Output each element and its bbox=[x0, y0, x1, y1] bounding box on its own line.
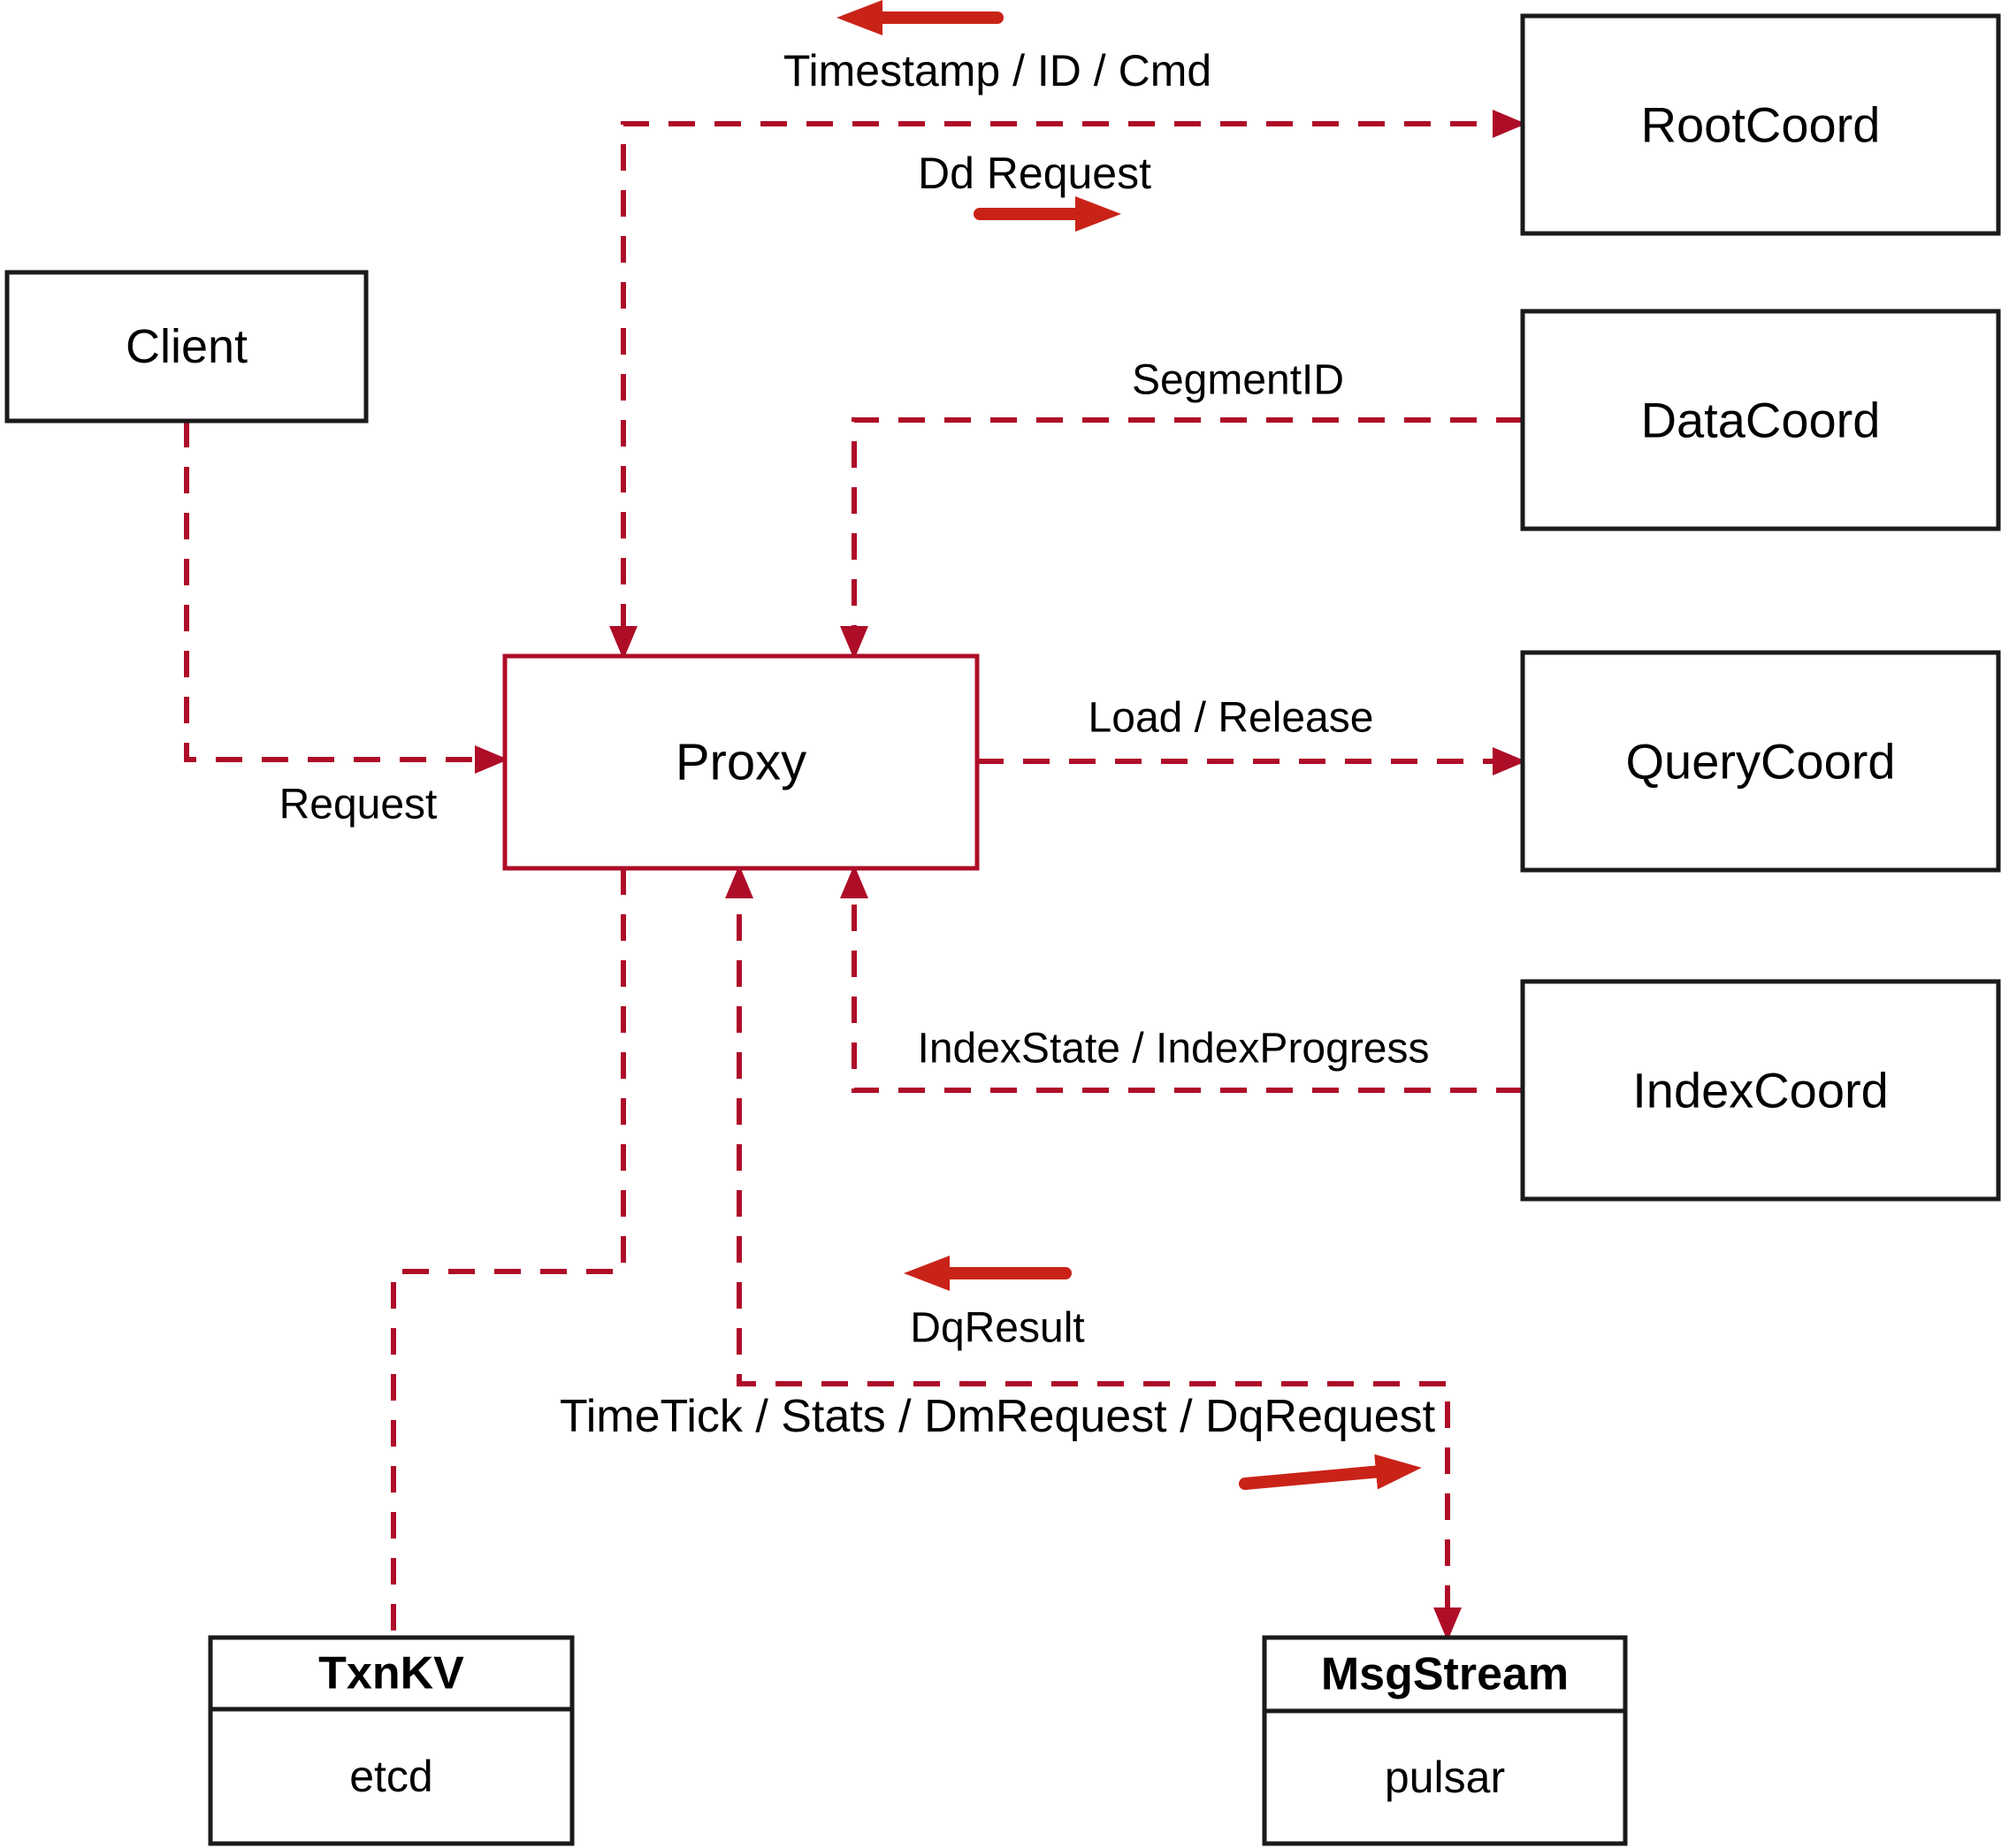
label-timestamp: Timestamp / ID / Cmd bbox=[783, 46, 1211, 95]
node-box-proxy bbox=[502, 653, 980, 871]
solid-arrow-layer bbox=[836, 0, 1422, 1490]
label-loadrelease: Load / Release bbox=[1089, 695, 1374, 742]
label-dqresult: DqResult bbox=[910, 1305, 1084, 1352]
node-msgstream: MsgStream pulsar bbox=[1262, 1635, 1628, 1846]
node-title-txnkv: TxnKV bbox=[318, 1648, 464, 1699]
node-sub-msgstream: pulsar bbox=[1385, 1753, 1505, 1802]
connector-proxy-msgstream bbox=[725, 865, 1462, 1641]
node-rootcoord: RootCoord bbox=[1520, 13, 2001, 236]
node-box-querycoord bbox=[1520, 650, 2001, 873]
node-proxy: Proxy bbox=[502, 653, 980, 871]
node-title-msgstream: MsgStream bbox=[1321, 1649, 1569, 1700]
node-box-datacoord bbox=[1520, 309, 2001, 531]
node-box-msgstream bbox=[1262, 1635, 1628, 1846]
label-ddrequest: Dd Request bbox=[918, 149, 1151, 198]
node-box-rootcoord bbox=[1520, 13, 2001, 236]
node-box-indexcoord bbox=[1520, 979, 2001, 1202]
node-txnkv: TxnKV etcd bbox=[208, 1635, 575, 1846]
node-label-client: Client bbox=[126, 320, 248, 373]
node-label-indexcoord: IndexCoord bbox=[1632, 1063, 1889, 1119]
connector-client-proxy bbox=[184, 421, 508, 774]
arrow-dqrequest-right bbox=[1239, 1454, 1422, 1490]
label-segmentid: SegmentID bbox=[1132, 357, 1344, 404]
label-timetick: TimeTick / Stats / DmRequest / DqRequest bbox=[560, 1391, 1436, 1442]
node-querycoord: QueryCoord bbox=[1520, 650, 2001, 873]
node-box-txnkv bbox=[208, 1635, 575, 1846]
connector-datacoord-proxy bbox=[840, 417, 1523, 660]
node-indexcoord: IndexCoord bbox=[1520, 979, 2001, 1202]
node-datacoord: DataCoord bbox=[1520, 309, 2001, 531]
node-label-rootcoord: RootCoord bbox=[1641, 97, 1881, 153]
node-sub-txnkv: etcd bbox=[349, 1752, 433, 1801]
node-label-datacoord: DataCoord bbox=[1641, 393, 1881, 448]
connector-proxy-rootcoord bbox=[609, 110, 1526, 660]
label-request: Request bbox=[279, 782, 438, 829]
connector-proxy-txnkv bbox=[391, 868, 626, 1638]
node-box-client bbox=[4, 270, 369, 424]
node-client: Client bbox=[4, 270, 369, 424]
connector-layer bbox=[184, 110, 1526, 1641]
label-indexstate: IndexState / IndexProgress bbox=[918, 1026, 1430, 1073]
node-label-querycoord: QueryCoord bbox=[1625, 734, 1895, 790]
node-label-proxy: Proxy bbox=[676, 734, 806, 791]
